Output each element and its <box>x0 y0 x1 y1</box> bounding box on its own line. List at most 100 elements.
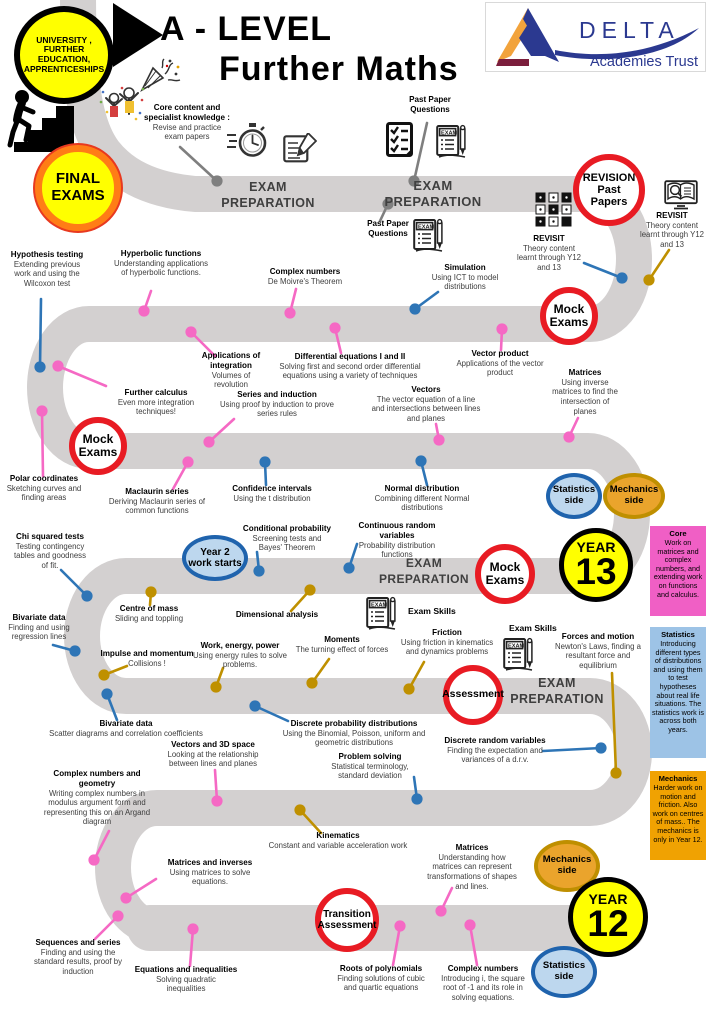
page-title-line2: Further Maths <box>219 50 459 88</box>
sidebar-box-mechanics-title: Mechanics <box>658 774 698 783</box>
topic-complex-numbers-intro-title: Complex numbers <box>447 964 519 973</box>
topic-matrices-transformations-title: Matrices <box>455 843 489 852</box>
milestone-dot-vectors-and-3d-space <box>211 795 223 807</box>
topic-revisit-mid-title: REVISIT <box>533 234 565 243</box>
milestone-mechanics-side-year13-label-line: Mechanics <box>609 484 659 496</box>
topic-work-energy-power-title: Work, energy, power <box>200 641 280 650</box>
topic-vectors-lines-planes-description: The vector equation of a line and inters… <box>371 394 481 423</box>
exam-skills-icon-2 <box>503 637 533 671</box>
milestone-mock-exams-year12-label-line: Mock <box>489 559 521 574</box>
milestone-revision-past-papers-label-line: REVISION <box>582 171 636 184</box>
exam-skills-label-2: Exam Skills <box>509 623 557 633</box>
milestone-dot-matrices-intersection <box>563 431 575 443</box>
topic-conditional-probability-description: Screening tests and Bayes' Theorem <box>252 533 322 553</box>
topic-sequences-and-series-description: Finding and using the standard results, … <box>34 947 122 976</box>
topic-chi-squared-tests-description: Testing contingency tables and goodness … <box>14 541 86 570</box>
topic-maclaurin-series-description: Deriving Maclaurin series of common func… <box>108 496 206 516</box>
milestone-dot-bivariate-data-regression <box>69 645 81 657</box>
sidebar-box-core-title: Core <box>669 529 687 538</box>
dice-grid-icon <box>535 192 572 227</box>
milestone-dot-moments <box>306 677 318 689</box>
topic-equations-and-inequalities-description: Solving quadratic inequalities <box>156 974 216 994</box>
milestone-assessment-label-line: Assessment <box>442 688 504 701</box>
milestone-dot-kinematics <box>294 804 306 816</box>
milestone-statistics-side-year12-label-line: Statistics <box>542 960 586 972</box>
exam-paper-icon-top <box>436 124 466 158</box>
connector-line-polar-coordinates <box>40 409 45 478</box>
milestone-dot-discrete-random-variables <box>595 742 607 754</box>
milestone-dot-polar-coordinates <box>36 405 48 417</box>
topic-continuous-random-variables-title: Continuous random variables <box>358 521 436 540</box>
topic-complex-numbers-geometry-description: Writing complex numbers in modulus argum… <box>43 788 151 827</box>
milestone-dot-matrices-and-inverses <box>120 892 132 904</box>
sidebar-box-mechanics: Mechanics Harder work on motion and fric… <box>650 771 706 860</box>
topic-core-content-description: Revise and practice exam papers <box>152 122 222 142</box>
topic-bivariate-data-regression-title: Bivariate data <box>12 613 66 622</box>
milestone-dot-hypothesis-testing <box>34 361 46 373</box>
milestone-university-label-line: UNIVERSITY , <box>36 34 92 45</box>
topic-vectors-lines-planes-title: Vectors <box>411 385 441 394</box>
connector-line-revisit-mid <box>582 261 624 280</box>
milestone-dot-continuous-random-variables <box>343 562 355 574</box>
logo-triangle-gold <box>497 8 531 62</box>
connector-line-discrete-probability-distributions <box>253 704 290 723</box>
milestone-final-exams-label-line: FINAL <box>55 170 101 188</box>
milestone-year-12-number: 12 <box>587 903 629 945</box>
connector-line-roots-of-polynomials <box>391 924 402 967</box>
topic-core-content-title: Core content and specialist knowledge : <box>144 103 230 122</box>
milestone-dot-complex-numbers-geometry <box>88 854 100 866</box>
stairs-person-icon <box>7 90 74 152</box>
sidebar-box-statistics-title: Statistics <box>661 630 695 639</box>
topic-normal-distribution-description: Combining different Normal distributions <box>374 493 470 513</box>
milestone-dot-past-paper-questions-mid <box>382 198 394 210</box>
milestone-dot-sequences-and-series <box>112 910 124 922</box>
milestone-mock-exams-year13-label-line: Mock <box>553 301 585 316</box>
topic-friction-description: Using friction in kinematics and dynamic… <box>400 637 494 657</box>
topic-forces-and-motion-title: Forces and motion <box>561 632 635 641</box>
milestone-dot-roots-of-polynomials <box>394 920 406 932</box>
topic-matrices-and-inverses-title: Matrices and inverses <box>167 858 253 867</box>
milestone-dot-simulation <box>409 303 421 315</box>
topic-core-content: Core content and specialist knowledge :R… <box>144 103 230 142</box>
connector-line-hypothesis-testing <box>38 297 43 369</box>
topic-past-paper-questions-top-title: Past Paper Questions <box>409 95 451 114</box>
milestone-dot-chi-squared-tests <box>81 590 93 602</box>
topic-vector-product-title: Vector product <box>471 349 529 358</box>
milestone-dot-series-and-induction <box>203 436 215 448</box>
topic-applications-of-integration-title: Applications of integration <box>201 351 261 370</box>
connector-line-series-and-induction <box>207 417 236 444</box>
sidebar-box-statistics-body: Introducing different types of distribut… <box>652 639 704 734</box>
topic-continuous-random-variables-description: Probability distribution functions <box>358 540 436 560</box>
stopwatch-icon <box>227 123 267 157</box>
topic-past-paper-questions-mid: Past Paper Questions <box>356 219 420 239</box>
topic-friction-title: Friction <box>432 628 462 637</box>
topic-polar-coordinates-title: Polar coordinates <box>9 474 79 483</box>
milestone-dot-applications-of-integration <box>185 326 197 338</box>
milestone-final-exams-label-line: EXAMS <box>51 187 105 204</box>
notes-pencil-icon <box>283 133 317 163</box>
topic-equations-and-inequalities-title: Equations and inequalities <box>134 965 238 974</box>
topic-problem-solving-description: Statistical terminology, standard deviat… <box>331 761 409 781</box>
celebration-people-icon <box>99 86 145 121</box>
milestone-dot-complex-numbers-demoivre <box>284 307 296 319</box>
topic-matrices-transformations-description: Understanding how matrices can represent… <box>427 852 517 891</box>
